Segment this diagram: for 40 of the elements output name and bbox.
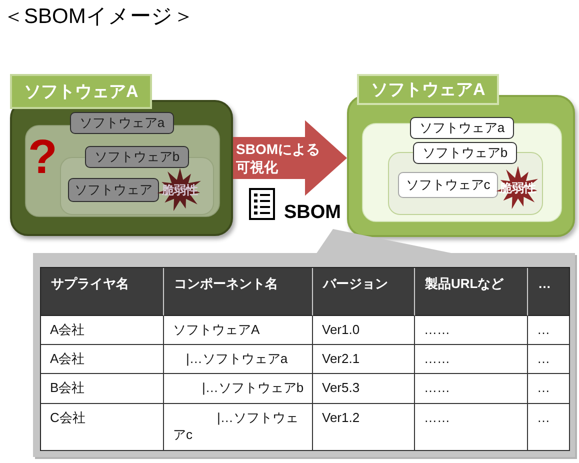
table-cell: … xyxy=(528,404,570,451)
column-header: … xyxy=(528,268,570,316)
page-title: ＜SBOMイメージ＞ xyxy=(3,4,194,30)
component-tag: ソフトウェアc xyxy=(398,172,498,198)
column-header: 製品URLなど xyxy=(415,268,528,316)
package-title-tab: ソフトウェアA xyxy=(357,74,500,105)
component-tag: ソフトウェアa xyxy=(70,112,174,134)
table-cell: B会社 xyxy=(41,374,164,404)
component-tag: ソフトウェア xyxy=(68,178,159,202)
component-tag: ソフトウェアb xyxy=(85,146,189,168)
table-cell: C会社 xyxy=(41,404,164,451)
table-cell: …… xyxy=(415,316,528,345)
table-cell: A会社 xyxy=(41,316,164,345)
table-cell: Ver5.3 xyxy=(313,374,415,404)
table-cell: Ver1.2 xyxy=(313,404,415,451)
table-cell: … xyxy=(528,316,570,345)
vulnerability-burst xyxy=(157,168,203,212)
column-header: サプライヤ名 xyxy=(41,268,164,316)
table-cell: A会社 xyxy=(41,345,164,374)
table-cell: ソフトウェアA xyxy=(164,316,313,345)
column-header: コンポーネント名 xyxy=(164,268,313,316)
table-cell: |…ソフトウェアb xyxy=(164,374,313,404)
table-cell: Ver1.0 xyxy=(313,316,415,345)
question-mark: ? xyxy=(28,134,58,182)
column-header: バージョン xyxy=(313,268,415,316)
table-cell: …… xyxy=(415,374,528,404)
vulnerability-burst xyxy=(496,166,540,210)
table-cell: …… xyxy=(415,345,528,374)
table-cell: Ver2.1 xyxy=(313,345,415,374)
component-tag: ソフトウェアa xyxy=(410,117,514,139)
layer-panel xyxy=(362,123,562,222)
component-tag: ソフトウェアb xyxy=(413,142,517,164)
table-cell: |…ソフトウェアc xyxy=(164,404,313,451)
table-cell: …… xyxy=(415,404,528,451)
table-cell: … xyxy=(528,345,570,374)
package-title-tab: ソフトウェアA xyxy=(10,74,152,109)
table-cell: |…ソフトウェアa xyxy=(164,345,313,374)
sbom-caption: SBOM xyxy=(284,202,341,224)
burst-text: 脆弱性 xyxy=(162,183,198,197)
table-cell: … xyxy=(528,374,570,404)
